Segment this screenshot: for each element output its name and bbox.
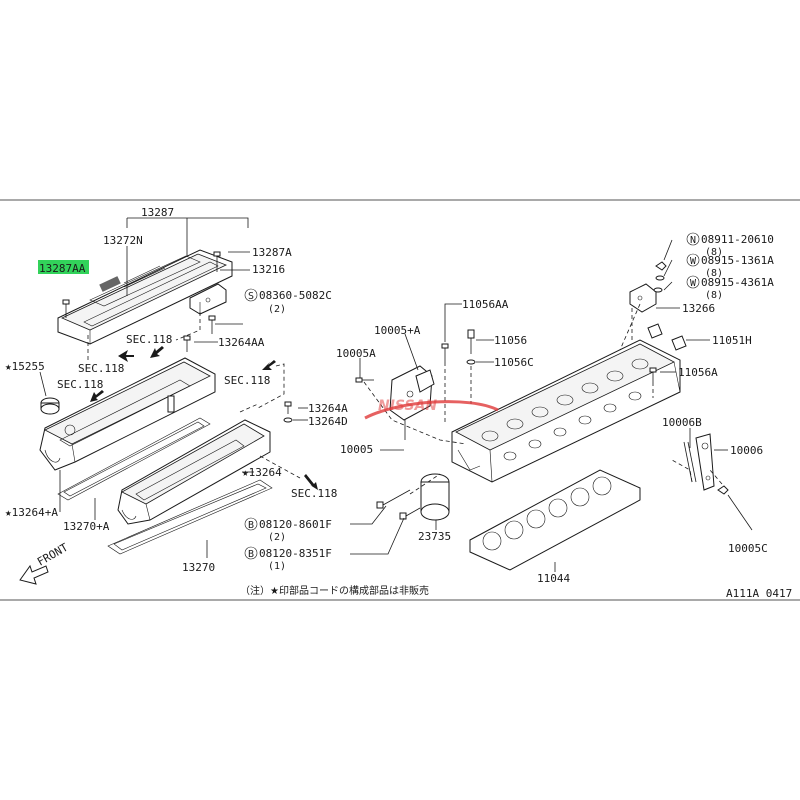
prefix-w-1: W (690, 256, 697, 267)
label-11056C: 11056C (494, 356, 534, 369)
label-10006: 10006 (730, 444, 763, 457)
label-11056AA: 11056AA (462, 298, 509, 311)
bolt-13287A (213, 251, 221, 272)
cylinder-head-11044-asm (451, 339, 681, 483)
hanger-10006 (695, 433, 715, 491)
cam-sensor-adapter-23735 (420, 473, 450, 521)
bolt-08120-8601F (376, 489, 411, 509)
label-13264D: 13264D (308, 415, 348, 428)
washer-13264D (283, 417, 293, 423)
label-11056: 11056 (494, 334, 527, 347)
qty-8351F: (1) (268, 561, 286, 572)
prefix-b-1: B (248, 520, 254, 531)
bolt-13264AA (183, 335, 191, 352)
label-13216: 13216 (252, 263, 285, 276)
label-10005: 10005 (340, 443, 373, 456)
label-10005A: 10005A (336, 347, 376, 360)
label-sec118-a: SEC.118 (126, 333, 172, 346)
front-arrow-icon (19, 564, 49, 585)
label-15255: ★15255 (5, 360, 45, 373)
label-08911-20610: 08911-20610 (701, 233, 774, 246)
bracket-13266 (629, 283, 657, 313)
engine-top-cover-13287 (57, 249, 233, 345)
label-08120-8351F: 08120-8351F (259, 547, 332, 560)
label-10005C: 10005C (728, 542, 768, 555)
bolt-08120-8351F (399, 507, 421, 520)
label-13266: 13266 (682, 302, 715, 315)
sec-arrow-icon (90, 346, 318, 490)
label-sec118-c: SEC.118 (57, 378, 103, 391)
bracket-13216 (189, 283, 227, 315)
drawing-code: A111A 0417 (726, 587, 792, 600)
prefix-b-2: B (248, 549, 254, 560)
washer-08915-1361A (655, 275, 665, 281)
label-11051H: 11051H (712, 334, 752, 347)
label-13287: 13287 (141, 206, 174, 219)
prefix-w-2: W (690, 278, 697, 289)
circle-prefix-icon (244, 288, 258, 302)
watermark-logo: NISSAN (364, 398, 499, 420)
qty-1361A: (8) (705, 268, 723, 279)
footnote: （注）★印部品コードの構成部品は非販売 (240, 584, 429, 597)
washer-11056C (466, 359, 476, 365)
oil-filler-cap-15255 (40, 397, 60, 415)
highlight-13287AA (38, 260, 89, 274)
nut-10005C (717, 485, 729, 495)
watermark-text: NISSAN (378, 398, 437, 414)
bolt-11056A (649, 367, 657, 382)
label-13270: 13270 (182, 561, 215, 574)
nut-08911 (655, 261, 667, 271)
label-13272N: 13272N (103, 234, 143, 247)
head-gasket-11044 (469, 469, 641, 571)
label-08915-4361A: 08915-4361A (701, 276, 774, 289)
rocker-cover-rear (117, 419, 271, 525)
label-08915-1361A: 08915-1361A (701, 254, 774, 267)
bolt-11056 (467, 329, 475, 354)
bolt-10005A (355, 377, 374, 383)
label-13264A: 13264A (308, 402, 348, 415)
stud-10006B (683, 441, 697, 483)
washer-08915-4361A (653, 287, 663, 293)
qty-8601F: (2) (268, 532, 286, 543)
qty-08911: (8) (705, 247, 723, 258)
bolt-13287AA (62, 299, 70, 318)
label-10006B: 10006B (662, 416, 702, 429)
gasket-13270 (107, 479, 273, 555)
cap-11051H (647, 323, 687, 351)
bolt-11056AA (441, 343, 449, 362)
prefix-n: N (690, 235, 696, 246)
label-13264AA: 13264AA (218, 336, 265, 349)
label-sec118-d: SEC.118 (224, 374, 270, 387)
bolt-13264A (284, 401, 292, 414)
rocker-cover-front (39, 357, 216, 471)
label-11056A: 11056A (678, 366, 718, 379)
gasket-13270plusA (57, 417, 211, 501)
label-sec118-e: SEC.118 (291, 487, 337, 500)
label-13270plusA: 13270+A (63, 520, 110, 533)
qty-08360: (2) (268, 304, 286, 315)
label-23735: 23735 (418, 530, 451, 543)
label-13287A: 13287A (252, 246, 292, 259)
label-08120-8601F: 08120-8601F (259, 518, 332, 531)
label-13287AA: 13287AA (39, 262, 86, 275)
prefix-s: S (248, 291, 254, 302)
label-13264: ★13264 (242, 466, 282, 479)
label-13264plusA: ★13264+A (5, 506, 58, 519)
qty-4361A: (8) (705, 290, 723, 301)
bolt-08360 (208, 315, 216, 334)
label-sec118-b: SEC.118 (78, 362, 124, 375)
label-front: FRONT (35, 541, 71, 569)
label-11044: 11044 (537, 572, 570, 585)
label-08360-5082C: 08360-5082C (259, 289, 332, 302)
label-10005plusA: 10005+A (374, 324, 421, 337)
